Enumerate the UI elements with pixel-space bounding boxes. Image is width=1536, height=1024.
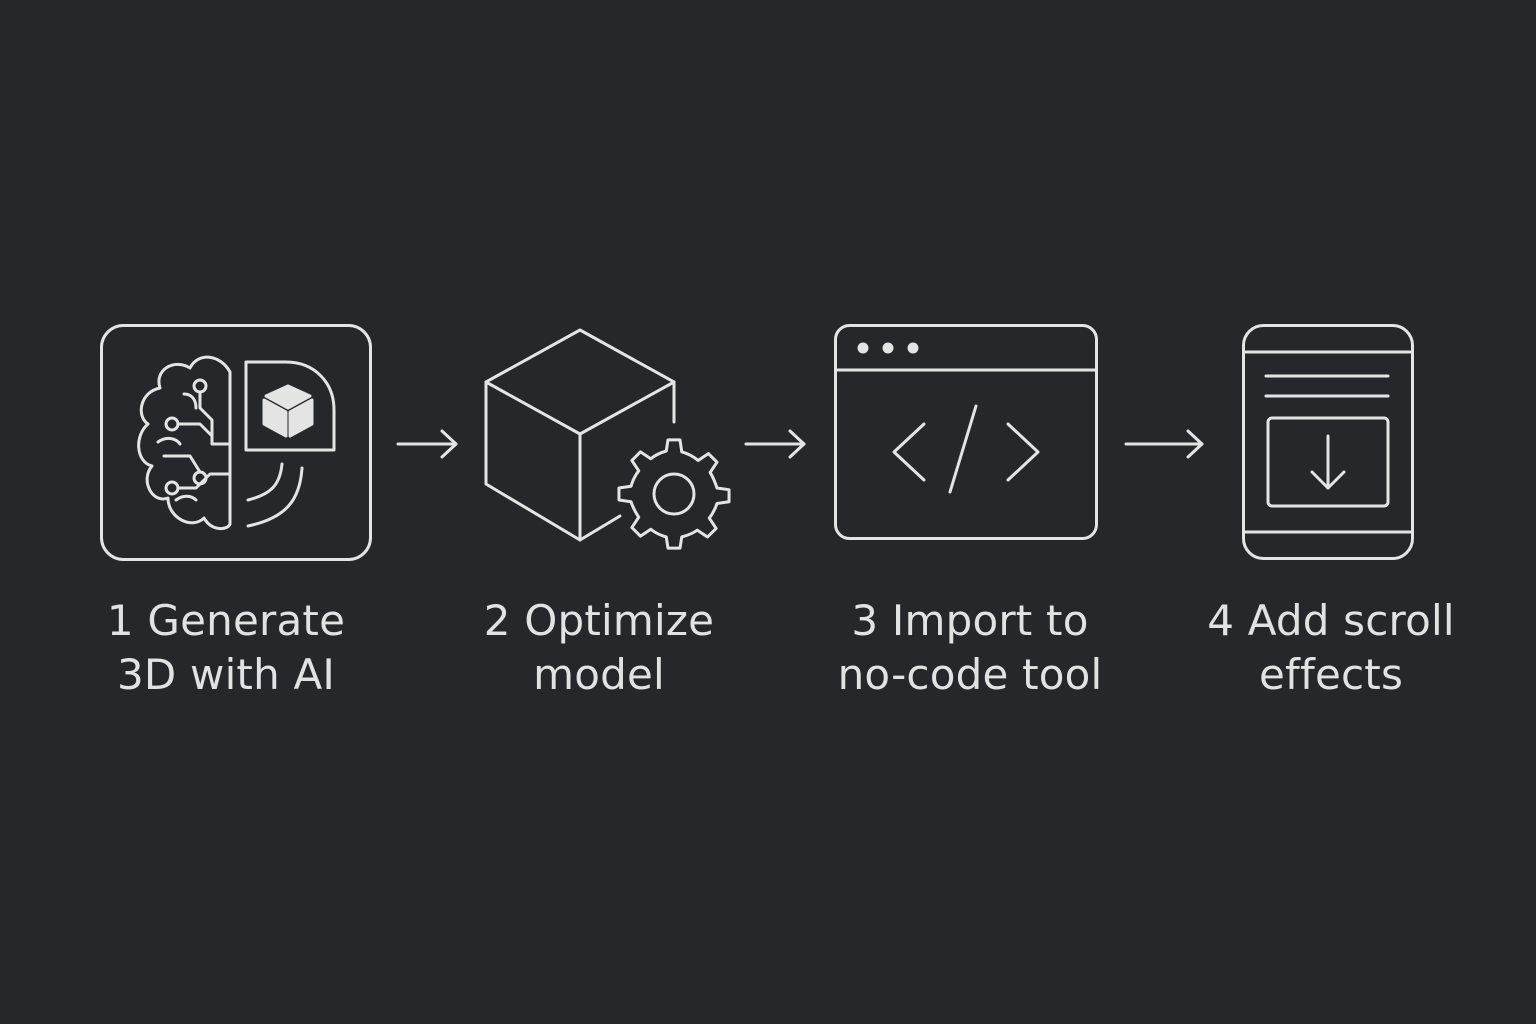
phone-scroll-icon xyxy=(1242,324,1414,560)
step-1-subtitle: 3D with AI xyxy=(117,650,335,699)
step-label-3: 3 Import to no-code tool xyxy=(812,594,1128,702)
cube-gear-icon xyxy=(484,326,734,552)
arrow-right-icon xyxy=(1124,428,1206,460)
step-label-1: 1 Generate 3D with AI xyxy=(76,594,376,702)
step-3-title: 3 Import to xyxy=(851,596,1089,645)
arrow-right-icon xyxy=(744,428,808,460)
step-label-2: 2 Optimize model xyxy=(446,594,752,702)
brain-cube-icon xyxy=(100,324,372,562)
step-3-subtitle: no-code tool xyxy=(837,650,1103,699)
browser-code-icon xyxy=(834,324,1098,540)
step-2-subtitle: model xyxy=(533,650,665,699)
step-4-title: 4 Add scroll xyxy=(1207,596,1455,645)
step-1-title: 1 Generate xyxy=(106,596,346,645)
arrow-right-icon xyxy=(396,428,460,460)
step-2-title: 2 Optimize xyxy=(483,596,715,645)
step-4-subtitle: effects xyxy=(1258,650,1404,699)
step-label-4: 4 Add scroll effects xyxy=(1186,594,1476,702)
